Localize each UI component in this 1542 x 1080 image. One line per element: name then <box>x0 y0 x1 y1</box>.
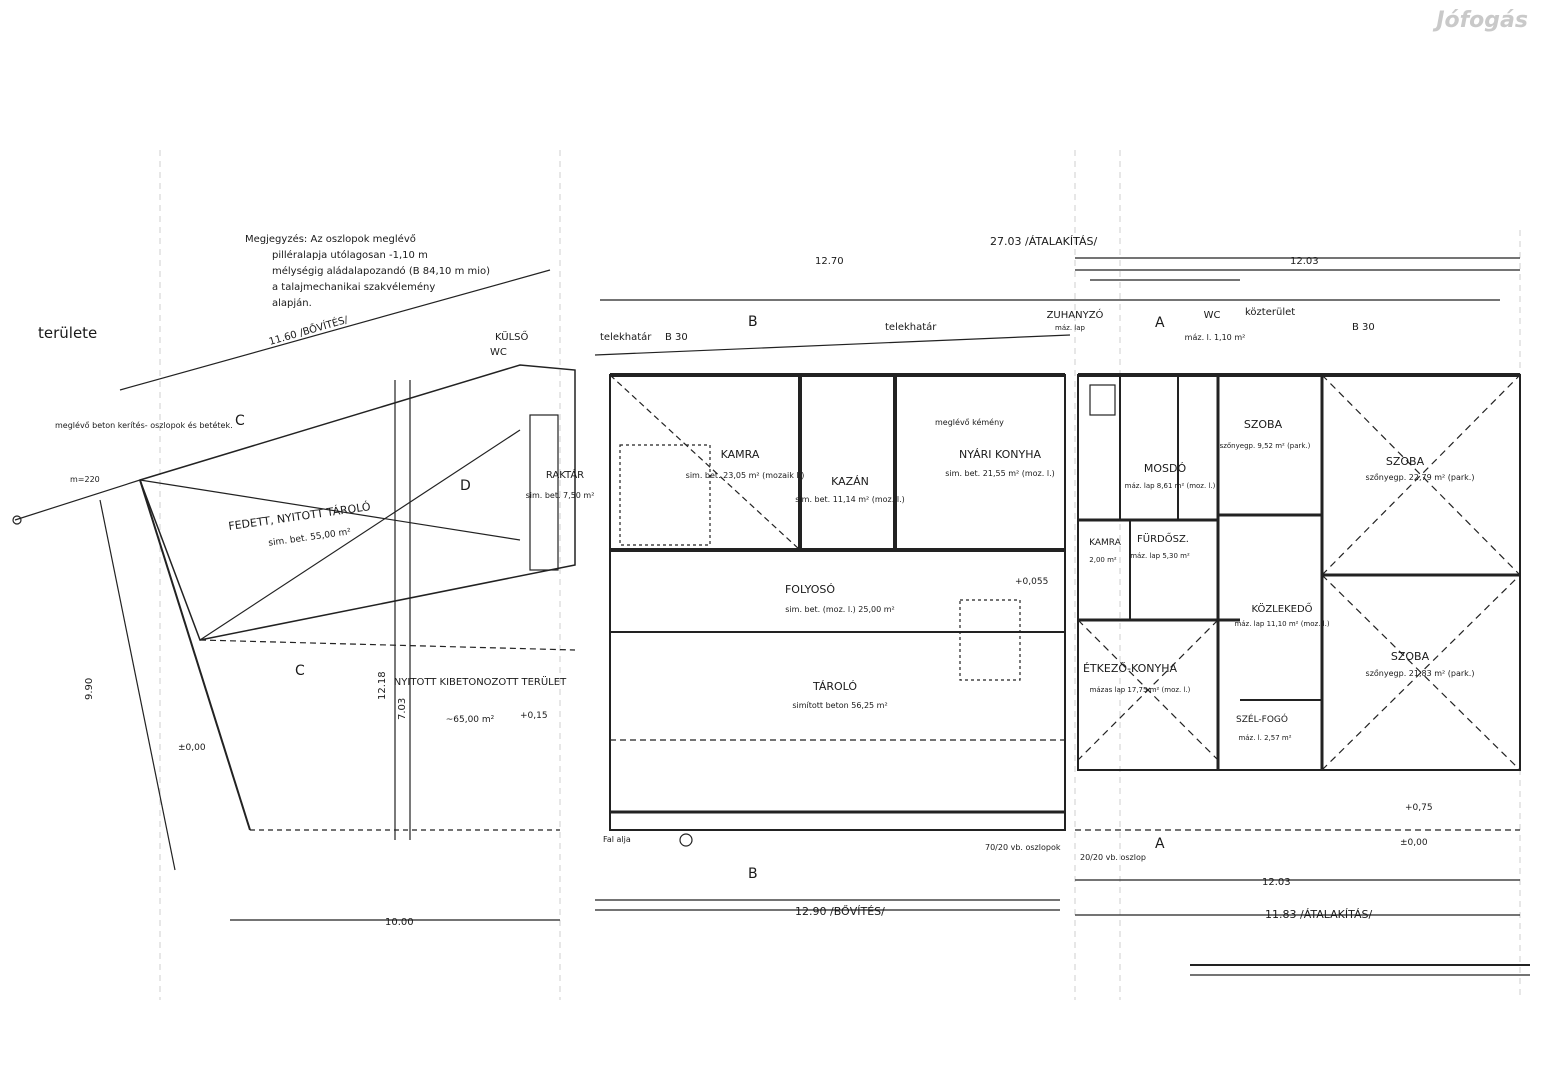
section-marker: C <box>295 663 305 679</box>
elevation-label: +0,055 <box>1015 577 1048 587</box>
room-zuhanyzo: ZUHANYZÓ <box>1047 308 1104 321</box>
room-area: máz. lap 8,61 m² (moz. l.) <box>1125 482 1216 490</box>
telekhatar-label: telekhatár <box>885 321 937 333</box>
section-marker: B <box>748 314 758 330</box>
room-area: sim. bet. 23,05 m² (mozaik l.) <box>686 471 805 480</box>
note-line: mélységig aládalapozandó (B 84,10 m mio) <box>272 265 490 277</box>
fal-alja-label: Fal alja <box>603 835 631 844</box>
room-raktar: RAKTÁR <box>546 468 584 481</box>
room-area: máz. lap 11,10 m² (moz. l.) <box>1234 620 1329 628</box>
room-nyari-konyha: NYÁRI KONYHA <box>959 448 1041 461</box>
room-mosdo: MOSDÓ <box>1144 462 1187 475</box>
dimension: 9.90 <box>84 678 95 700</box>
note-line: a talajmechanikai szakvélemény <box>272 281 435 293</box>
room-area: ~65,00 m² <box>446 715 495 725</box>
oszlopok-label: 70/20 vb. oszlopok <box>985 843 1061 852</box>
dimension: 12.03 <box>1262 877 1291 888</box>
note-line: pilléralapja utólagosan -1,10 m <box>272 249 428 261</box>
b30-label: B 30 <box>1352 322 1375 333</box>
meglevo-kerites-label: meglévő beton kerítés- oszlopok és betét… <box>55 420 233 430</box>
extension-area <box>12 269 576 921</box>
room-area: simított beton 56,25 m² <box>792 701 887 710</box>
section-marker: A <box>1155 836 1165 852</box>
right-building <box>1075 257 1530 976</box>
elevation-label: +0,15 <box>520 711 548 721</box>
room-area: máz. lap 5,30 m² <box>1130 552 1190 560</box>
room-area: sim. bet. 11,14 m² (moz. l.) <box>795 495 904 504</box>
room-area: mázas lap 17,75 m² (moz. l.) <box>1090 686 1191 694</box>
room-kamra-2: KAMRA <box>1089 538 1122 548</box>
room-wc: WC <box>1204 310 1221 321</box>
room-szoba-2: SZOBA <box>1386 455 1425 468</box>
room-szelfogo: SZÉL-FOGÓ <box>1236 713 1288 725</box>
room-furdoszoba: FÜRDŐSZ. <box>1137 531 1189 545</box>
room-nyitott-terulet: NYITOTT KIBETONOZOTT TERÜLET <box>394 675 567 688</box>
section-marker: C <box>235 413 245 429</box>
room-area: máz. lap <box>1055 324 1085 332</box>
room-kozlekedo: KÖZLEKEDŐ <box>1251 601 1312 615</box>
kulso-label: KÜLSŐ <box>495 329 529 343</box>
dimension: 12.18 <box>377 671 388 700</box>
room-area: 2,00 m² <box>1089 556 1117 564</box>
room-kazan: KAZÁN <box>831 475 869 488</box>
section-marker: B <box>748 866 758 882</box>
room-folyoso: FOLYOSÓ <box>785 583 835 596</box>
kozterulet-label: közterület <box>1245 307 1295 318</box>
oszlop-label: 20/20 vb. oszlop <box>1080 853 1146 862</box>
note-line: Megjegyzés: Az oszlopok meglévő <box>245 233 416 245</box>
room-area: sim. bet. 21,55 m² (moz. l.) <box>945 469 1054 478</box>
room-szoba-1: SZOBA <box>1244 418 1283 431</box>
elevation-label: +0,75 <box>1405 803 1433 813</box>
room-kamra: KAMRA <box>721 448 760 461</box>
dimension: 12.70 <box>815 256 844 267</box>
dimension: 10.00 <box>385 917 414 928</box>
room-area: máz. l. 1,10 m² <box>1185 333 1246 342</box>
room-area: sim. bet. 55,00 m² <box>268 527 352 549</box>
m220-label: m=220 <box>70 475 100 484</box>
room-area: szőnyegp. 21,83 m² (park.) <box>1366 669 1475 678</box>
room-etkezo-konyha: ÉTKEZŐ-KONYHA <box>1083 661 1177 675</box>
room-area: szőnyegp. 9,52 m² (park.) <box>1220 441 1311 450</box>
atalakitas-top-label: 27.03 /ÁTALAKÍTÁS/ <box>990 235 1097 248</box>
kulso-wc-label: WC <box>490 347 507 358</box>
room-tarolo: TÁROLÓ <box>812 680 857 693</box>
note-block: Megjegyzés: Az oszlopok meglévő pilléral… <box>245 233 490 309</box>
atalakitas-bottom-label: 11.83 /ÁTALAKÍTÁS/ <box>1265 908 1372 921</box>
terulete-label: területe <box>38 324 97 342</box>
meglevo-kemeny-label: meglévő kémény <box>935 417 1004 427</box>
elevation-label: ±0,00 <box>178 743 206 753</box>
watermark-logo: Jófogás <box>1436 8 1528 33</box>
room-area: máz. l. 2,57 m² <box>1238 734 1291 742</box>
middle-building <box>594 299 1500 911</box>
room-szoba-3: SZOBA <box>1391 650 1430 663</box>
elevation-label: ±0,00 <box>1400 838 1428 848</box>
bovites-bottom-label: 12.90 /BŐVÍTÉS/ <box>795 904 885 918</box>
dimension: 12.03 <box>1290 256 1319 267</box>
room-area: sim. bet. 7,50 m² <box>526 491 595 500</box>
dimension: 7.03 <box>397 698 408 720</box>
section-marker: D <box>460 478 471 494</box>
section-marker: A <box>1155 315 1165 331</box>
b30-label: B 30 <box>665 332 688 343</box>
room-area: sim. bet. (moz. l.) 25,00 m² <box>785 605 894 614</box>
room-area: szőnyegp. 22,79 m² (park.) <box>1366 473 1475 482</box>
note-line: alapján. <box>272 297 312 309</box>
telekhatar-label: telekhatár <box>600 331 652 343</box>
